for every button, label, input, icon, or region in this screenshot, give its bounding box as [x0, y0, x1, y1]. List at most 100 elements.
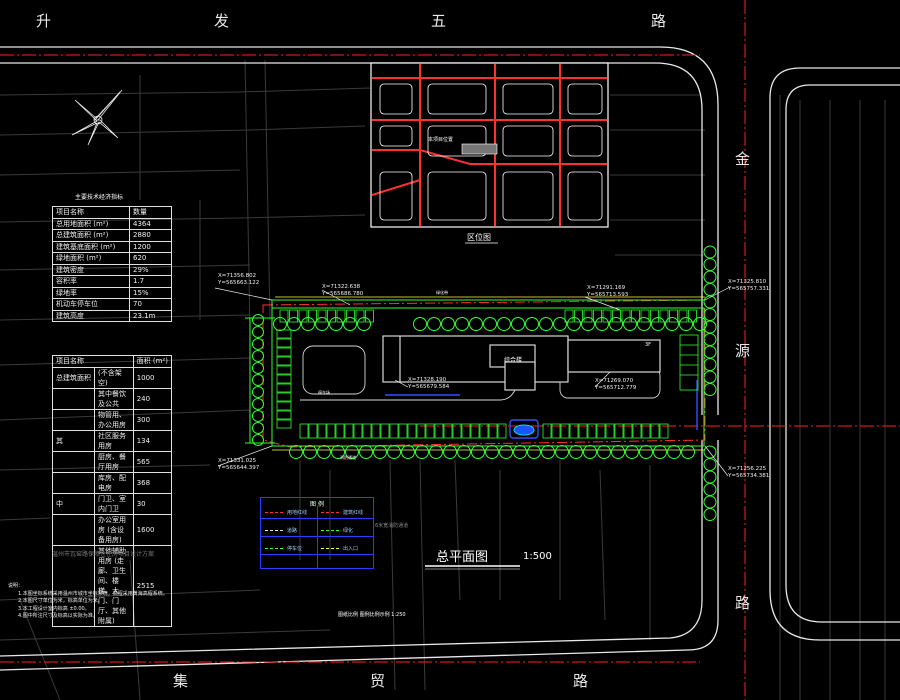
coordinate-x: X=71269.070: [595, 378, 634, 384]
legend-item-label: 用地红线: [287, 510, 308, 516]
tree-icon: [441, 317, 455, 331]
parking-stall: [479, 423, 489, 439]
parking-stall: [276, 419, 292, 429]
road-name-bottom-2: 贸: [370, 672, 386, 690]
tree-icon: [457, 445, 471, 459]
tree-icon: [343, 317, 357, 331]
tree-icon: [345, 445, 359, 459]
parking-stall: [631, 309, 640, 323]
tree-icon: [653, 445, 667, 459]
parking-stall: [276, 401, 292, 411]
project-location-marker: [461, 143, 498, 155]
parking-stall: [276, 365, 292, 375]
table1-header-col2: 数量: [129, 206, 172, 219]
table1-cell-value: 1200: [129, 240, 172, 253]
table2-cell-name: 厨房、餐厅用房: [94, 450, 134, 473]
tree-icon: [469, 317, 483, 331]
tree-icon: [387, 445, 401, 459]
table1-cell-name: 建筑高度: [52, 309, 130, 322]
road-name-top-3: 五: [431, 12, 447, 30]
legend-swatch: [321, 512, 339, 513]
parking-stall: [497, 423, 507, 439]
tree-icon: [597, 445, 611, 459]
tree-icon: [289, 445, 303, 459]
legend-item-label: 绿化: [343, 528, 354, 534]
tree-icon: [359, 445, 373, 459]
table2-cell-group: [52, 544, 95, 627]
table2-cell-group: 总建筑面积: [52, 366, 95, 389]
drawing-title: 总平面图: [436, 550, 489, 565]
table1-row: 绿地面积 (m²)620: [52, 252, 172, 265]
tree-icon: [703, 283, 717, 296]
tree-icon: [611, 445, 625, 459]
table2-cell-value: 300: [132, 408, 173, 431]
tree-icon: [301, 317, 315, 331]
table2-row: 办公室用房 (含设备用房)1600: [52, 513, 173, 546]
location-map-project-label: 本项目位置: [428, 137, 454, 143]
notes-heading: 说明：: [8, 583, 24, 589]
table1-cell-name: 机动车停车位: [52, 298, 130, 311]
tree-icon: [287, 317, 301, 331]
parking-stall: [434, 423, 444, 439]
tree-icon: [703, 383, 717, 396]
tree-icon: [315, 317, 329, 331]
tree-icon: [471, 445, 485, 459]
main-building-label: 综合楼: [504, 357, 523, 364]
coordinate-x: X=71322.638: [322, 284, 361, 290]
tree-column-left: [252, 314, 264, 446]
coordinate-x: X=71331.025: [218, 458, 257, 464]
legend-swatch: [321, 530, 339, 531]
tree-icon: [703, 258, 717, 271]
tree-icon: [497, 317, 511, 331]
table1-cell-name: 总建筑面积 (m²): [52, 229, 130, 242]
tree-icon: [703, 508, 717, 521]
parking-stall: [299, 423, 309, 439]
parking-stall: [659, 309, 669, 323]
coordinate-y: Y=565734.381: [728, 472, 770, 479]
parking-stall: [488, 423, 498, 439]
tree-icon: [373, 445, 387, 459]
parking-stall: [425, 423, 435, 439]
parking-stall: [640, 309, 650, 323]
title-underline: [425, 565, 520, 570]
gatehouse: [679, 334, 699, 391]
tree-icon: [679, 317, 693, 331]
location-map-caption: 区位图: [467, 233, 491, 242]
parking-stall: [276, 410, 292, 420]
table2-header-col2: 面积 (m²): [132, 355, 173, 368]
tree-icon: [637, 317, 651, 331]
tree-icon: [317, 445, 331, 459]
parking-label: 停车场: [318, 390, 330, 395]
table2-header-col1: 项目名称: [52, 355, 134, 368]
parking-stall: [641, 423, 651, 439]
parking-stall: [276, 329, 292, 339]
table2-cell-value: 1000: [132, 366, 173, 389]
tree-icon: [252, 422, 264, 434]
parking-stall: [593, 309, 602, 323]
compass-icon: [71, 89, 123, 146]
table2-cell-group: [52, 387, 95, 410]
tree-icon: [703, 470, 717, 484]
parking-stall: [289, 309, 298, 323]
table1-cell-name: 容积率: [52, 275, 130, 288]
parking-stalls-top: [279, 309, 697, 323]
tree-icon: [303, 445, 317, 459]
coordinate-x: X=71256.225: [728, 466, 767, 472]
parking-stall: [365, 309, 374, 323]
legend-swatch: [265, 512, 283, 513]
table2-cell-name: 社区服务用房: [94, 429, 134, 452]
coordinate-y: Y=565713.593: [587, 291, 629, 298]
parking-stall: [276, 392, 292, 402]
tree-icon: [331, 445, 345, 459]
table2-cell-value: 240: [132, 387, 173, 410]
building-right-label: 3F: [645, 342, 652, 348]
parking-stall: [317, 309, 327, 323]
green-belt-label: 绿化带: [436, 290, 448, 295]
